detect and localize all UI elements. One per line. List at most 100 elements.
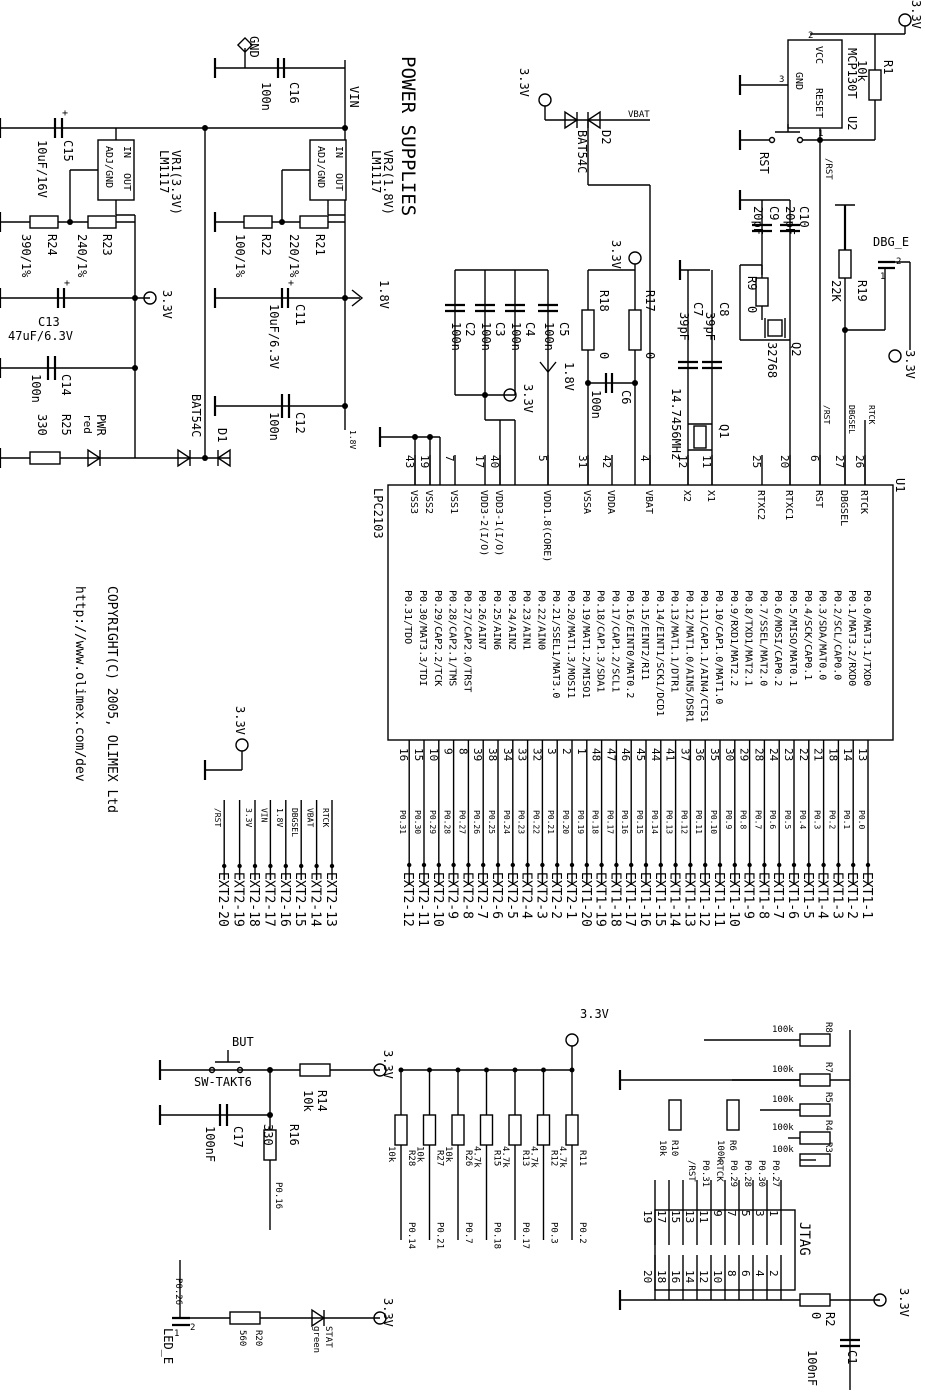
jtag-even-pin-number: 18: [655, 1270, 668, 1283]
pullup-resistor-value: 4.7k: [472, 1146, 482, 1168]
c1-value: 100nF: [805, 1350, 819, 1386]
ext-connector-label: EXT1-4: [815, 872, 830, 919]
u1-port-pin-number: 9: [442, 748, 455, 755]
jtag-even-pin-number: 10: [711, 1270, 724, 1283]
led-e-pin1: 1: [174, 1329, 179, 1339]
u1-port-pin-name: P0.23/AIN1: [521, 590, 532, 650]
stat-label: STAT: [323, 1326, 333, 1348]
jtag-resistor-value: 100k: [772, 1123, 794, 1133]
u1-port-pin-name: P0.4/SCK/CAP0.1: [802, 590, 813, 680]
jtag-resistor-value: 100k: [772, 1065, 794, 1075]
vr2-part: LM1117: [369, 150, 383, 193]
u1-port-pin-number: 38: [486, 748, 499, 761]
u1-port-pin-name: P0.1/MAT3.2/RXD0: [846, 590, 857, 686]
pullup-resistor-value: 10k: [443, 1146, 453, 1163]
ext-connector-label: EXT1-14: [667, 872, 682, 927]
c2-value: 100n: [449, 322, 463, 351]
ext-connector-label: EXT1-1: [859, 872, 874, 919]
ext2-net-label: 3.3V: [244, 808, 253, 827]
c9-ref: C9: [767, 206, 781, 220]
pwr-led-ref: PWR: [94, 414, 108, 436]
ext2-net-label: DBGSEL: [290, 808, 299, 837]
u1-port-net-label: P0.11: [694, 810, 703, 834]
ext-connector-label: EXT1-16: [637, 872, 652, 927]
u2-ref: U2: [845, 116, 859, 130]
r24-ref: R24: [45, 234, 59, 256]
u1-pin-name: VDDA: [605, 490, 616, 514]
pullup-resistor-ref: R28: [406, 1150, 416, 1166]
jtag-odd-pin-number: 13: [683, 1210, 696, 1223]
c13-plus: +: [64, 278, 70, 289]
power-supplies-title: POWER SUPPLIES: [397, 56, 419, 216]
u1-pin-name: X1: [705, 490, 716, 502]
u1-port-net-label: P0.12: [679, 810, 688, 834]
u1-port-net-label: P0.31: [398, 810, 407, 834]
u1-port-net-label: P0.25: [487, 810, 496, 834]
u1-pin-number: 42: [600, 455, 613, 468]
u1-port-pin-number: 44: [649, 748, 662, 762]
jtag-resistor-value: 100k: [772, 1095, 794, 1105]
u1-port-net-label: P0.5: [783, 810, 792, 829]
r1-ref: R1: [881, 60, 895, 74]
r22-value: 100/1%: [233, 234, 247, 278]
u1-pin-number: 27: [833, 455, 846, 468]
jtag-odd-pin-number: 7: [725, 1210, 738, 1217]
copyright-block: COPYRIGHT(C) 2005, OLIMEX Ltd http://www…: [72, 586, 119, 813]
u2-pin-vcc: VCC: [813, 46, 824, 64]
u1-port-pin-number: 10: [427, 748, 440, 761]
q1-ref: Q1: [717, 424, 731, 438]
c14-ref: C14: [59, 374, 73, 396]
c3-value: 100n: [479, 322, 493, 351]
u1-port-pin-number: 32: [530, 748, 543, 761]
c7-value: 39pF: [677, 312, 691, 341]
c14-value: 100n: [29, 374, 43, 403]
u1-pin-name: VBAT: [643, 490, 654, 514]
ext2-net-label: VBAT: [306, 808, 315, 827]
pullup-resistor-ref: R12: [549, 1150, 559, 1166]
analog-supply-block: 3.3V R18 0 R17 0 C6 100n: [581, 240, 657, 485]
vr2-pin-adj: ADJ/GND: [315, 146, 326, 188]
ext-connector-label: EXT2-8: [459, 872, 474, 919]
u1-port-pin-name: P0.30/MAT3.3/TDI: [417, 590, 428, 686]
u1-port-pin-name: P0.8/TXD1/MAT2.1: [743, 590, 754, 686]
u2-reset-ic: [787, 39, 843, 129]
ext-connector-label: EXT1-20: [578, 872, 593, 927]
r9-value: 0: [745, 306, 759, 313]
pullup-net-label: P0.14: [406, 1222, 416, 1249]
r16-ref: R16: [287, 1124, 301, 1146]
u1-port-pin-name: P0.11/CAP1.1/AIN4/CTS1: [698, 590, 709, 722]
u1-port-pin-name: P0.13/MAT1.1/DTR1: [669, 590, 680, 692]
c11-ref: C11: [293, 304, 307, 326]
u1-port-pin-name: P0.20/MAT1.3/MOSI1: [565, 590, 576, 698]
u1-port-pin-name: P0.25/AIN6: [491, 590, 502, 650]
ext2-connector-label: EXT2-18: [246, 872, 261, 927]
d1-part: BAT54C: [189, 394, 203, 437]
jtag-net-label: P0.29: [728, 1160, 738, 1187]
ext2-net-label: RTCK: [321, 808, 330, 827]
u1-pin-name: X2: [681, 490, 692, 502]
jtag-resistor-value: 100k: [772, 1145, 794, 1155]
r17-value: 0: [643, 352, 657, 359]
r10-value: 10k: [657, 1140, 667, 1157]
jtag-even-pin-number: 8: [725, 1270, 738, 1277]
stat-color: green: [311, 1326, 321, 1353]
u1-port-pin-name: P0.12/MAT1.0/AIN5/DSR1: [683, 590, 694, 722]
u1-port-net-label: P0.0: [857, 810, 866, 829]
vr2-pin-in: IN: [333, 146, 344, 158]
u1-port-net-label: P0.26: [472, 810, 481, 834]
jtag-even-pin-number: 4: [753, 1270, 766, 1277]
u1-port-pin-name: P0.18/CAP1.3/SDA1: [595, 590, 606, 692]
u1-pin-name: VDD3-1(I/O): [493, 490, 504, 556]
vbat-3v3-label: 3.3V: [517, 68, 531, 97]
r10-ref: R10: [669, 1140, 679, 1156]
dbg-e-label: DBG_E: [873, 235, 909, 249]
u1-pin-number: 12: [676, 455, 689, 468]
ext-connector-label: EXT1-10: [726, 872, 741, 927]
u1-pin-number: 17: [473, 455, 486, 468]
jtag-net-label: P0.27: [770, 1160, 780, 1187]
analog-3v3-label: 3.3V: [609, 240, 623, 269]
u1-pin-number: 19: [418, 455, 431, 468]
ext2-power-header: 3.3V RTCKEXT2-13VBATEXT2-14DBGSELEXT2-15…: [203, 706, 338, 927]
u1-port-net-label: P0.8: [739, 810, 748, 829]
